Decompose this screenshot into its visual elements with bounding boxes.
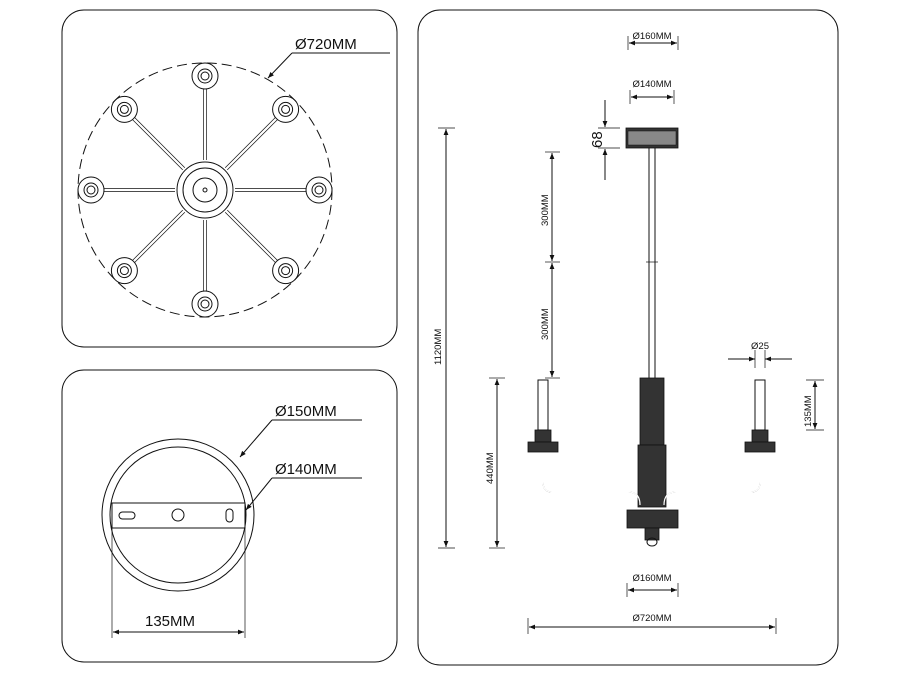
- candle-diameter-label: Ø25: [751, 341, 769, 352]
- lamp-head: [281, 266, 291, 276]
- lamp-head: [116, 263, 132, 279]
- arm: [235, 176, 333, 204]
- lamp-head: [305, 176, 333, 204]
- body-height-label: 440MM: [485, 452, 496, 484]
- arm: [191, 220, 219, 318]
- plate-inner-label: Ø140MM: [275, 461, 337, 478]
- rod-segment-2-label: 300MM: [540, 308, 551, 340]
- mount-plate-panel: [61, 369, 398, 663]
- lamp-head: [110, 95, 138, 123]
- lamp-head: [110, 257, 138, 285]
- lamp-head: [197, 296, 213, 312]
- top-view-panel: [61, 9, 398, 348]
- lamp-head: [278, 101, 294, 117]
- lamp-head: [86, 185, 96, 195]
- canopy-height-label: 68: [589, 131, 606, 148]
- candle-height-label: 135MM: [803, 395, 814, 427]
- span-label: Ø720MM: [632, 613, 671, 624]
- lamp-head: [272, 257, 300, 285]
- lamp-head: [272, 95, 300, 123]
- lamp-head: [77, 176, 105, 204]
- lamp-head: [119, 104, 129, 114]
- arm: [110, 209, 186, 285]
- lamp-head: [119, 266, 129, 276]
- lamp-head: [314, 185, 324, 195]
- mount-plate: [101, 438, 255, 592]
- total-height-label: 1120MM: [433, 329, 444, 365]
- plate-outer-label: Ø150MM: [275, 403, 337, 420]
- lamp-head: [191, 290, 219, 318]
- top-view: [77, 62, 333, 318]
- arm: [77, 176, 175, 204]
- arm: [224, 209, 300, 285]
- lamp-head: [200, 71, 210, 81]
- arm: [224, 95, 300, 171]
- bottom-cup-label: Ø160MM: [632, 573, 671, 584]
- side-view-panel: [417, 9, 839, 666]
- lamp-head: [311, 182, 327, 198]
- arm: [110, 95, 186, 171]
- top-diameter-label: Ø720MM: [295, 36, 357, 53]
- plate-width-label: 135MM: [145, 613, 195, 630]
- lamp-head: [191, 62, 219, 90]
- lamp-head: [200, 299, 210, 309]
- canopy-inner-label: Ø140MM: [632, 79, 671, 90]
- chandelier-side-view: [527, 127, 776, 547]
- lamp-head: [281, 104, 291, 114]
- rod-segment-1-label: 300MM: [540, 194, 551, 226]
- canopy-top-label: Ø160MM: [632, 31, 671, 42]
- lamp-head: [83, 182, 99, 198]
- lamp-head: [197, 68, 213, 84]
- arm: [191, 62, 219, 160]
- lamp-head: [278, 263, 294, 279]
- lamp-head: [116, 101, 132, 117]
